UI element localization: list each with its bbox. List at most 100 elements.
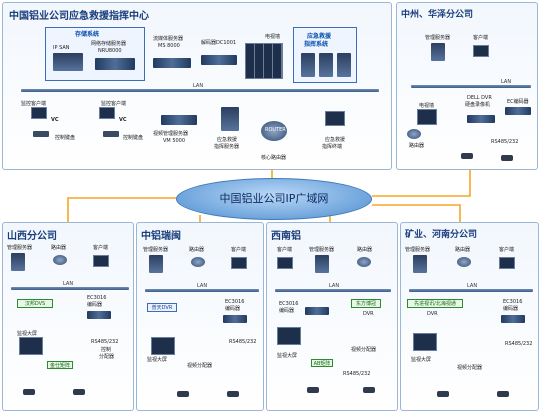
- zhongzhou-panel: 中州、华泽分公司 管理服务器 客户端 LAN 电视墙 DELL DVR 硬盘录像…: [396, 2, 538, 170]
- wan-label: 中国铝业公司IP广域网: [219, 192, 329, 205]
- shanxi-panel: 山西分公司 管理服务器 路由器 客户端 LAN 汉邦DVS EC3016 编码器…: [2, 222, 134, 411]
- zz-router-icon: [407, 129, 421, 139]
- sx-client-label: 客户端: [93, 245, 109, 251]
- media-label: 流媒体服务器: [153, 36, 184, 42]
- media-model: MS 8000: [158, 43, 180, 49]
- sx-lan-bus: [11, 287, 129, 290]
- client-b-monitor: [99, 107, 115, 119]
- sw-screen: [277, 327, 301, 345]
- zz-dvr-label1: DELL DVR: [467, 95, 492, 101]
- emerg-title2: 指挥系统: [304, 41, 329, 48]
- emerg-server-1: [301, 53, 315, 77]
- link-zhongzhou: [372, 170, 471, 197]
- emerg-cmd-server: [221, 107, 239, 131]
- rm-client-label: 客户端: [231, 247, 247, 253]
- sw-ec-device: [305, 307, 329, 315]
- zz-mgmt-server: [431, 43, 445, 61]
- hn-screen-label: 监视大屏: [411, 357, 432, 363]
- nru-model: NRU8000: [98, 48, 122, 54]
- client-a-label: 监控客户端: [21, 101, 47, 107]
- rm-vdist-label: 视频分配器: [187, 363, 213, 369]
- rm-ec-label: EC3016: [225, 299, 245, 305]
- vms-label: 视频管理服务器: [153, 131, 189, 137]
- router-text: ROUTER: [265, 127, 286, 133]
- sw-mgmt-label: 管理服务器: [309, 247, 335, 253]
- rm-rs-label: RS485/232: [229, 339, 257, 345]
- client-b-model: VC: [119, 117, 127, 123]
- sx-client-monitor: [93, 255, 109, 267]
- sw-mgmt-server: [315, 255, 329, 273]
- sx-router-icon: [53, 255, 67, 265]
- emerg-server-3: [337, 53, 351, 77]
- shanxi-title: 山西分公司: [7, 231, 57, 242]
- client-a-monitor: [31, 107, 47, 119]
- client-a-model: VC: [51, 117, 59, 123]
- sw-lan-bus: [275, 289, 391, 292]
- sw-lan-label: LAN: [329, 283, 340, 289]
- sw-screen-label: 监视大屏: [277, 353, 298, 359]
- rm-ec-label2: 编码器: [225, 306, 241, 312]
- hn-lan-bus: [409, 289, 533, 292]
- sx-router-label: 路由器: [51, 245, 67, 251]
- zz-dvr-label2: 硬盘录像机: [465, 102, 491, 108]
- zz-client-label: 客户端: [473, 35, 489, 41]
- keyboard-b-label: 控制键盘: [123, 135, 144, 141]
- emerg-cmd-server-label1: 应急救援: [217, 137, 238, 143]
- tvwall-device: [245, 43, 283, 79]
- southwest-title: 西南铝: [271, 231, 301, 242]
- client-b-label: 监控客户端: [101, 101, 127, 107]
- sw-client-label: 客户端: [277, 247, 293, 253]
- ipsan-device: [53, 53, 83, 71]
- southwest-panel: 西南铝 客户端 管理服务器 路由器 LAN EC3016 编码器 东方博冠 DV…: [266, 222, 398, 411]
- hn-screen: [413, 333, 437, 351]
- rm-dvr-tag: 普天DVR: [147, 303, 177, 312]
- sx-ec-device: [87, 311, 111, 319]
- storage-title: 存储系统: [75, 31, 100, 38]
- hn-ec-device: [501, 315, 525, 323]
- rm-lan-bus: [145, 289, 259, 292]
- hq-lan-bus: [21, 89, 379, 92]
- zz-lan-label: LAN: [501, 79, 512, 85]
- emerg-cmd-server-label2: 指挥服务器: [214, 144, 240, 150]
- nru-label: 网络存储服务器: [91, 41, 127, 47]
- keyboard-b: [103, 131, 119, 137]
- zz-tvwall: [417, 109, 437, 125]
- zz-ec-label: EC编码器: [507, 99, 529, 105]
- storage-box: [45, 27, 145, 81]
- hq-lan-label: LAN: [193, 83, 204, 89]
- sw-camera-2: [363, 387, 375, 393]
- hn-rs-label: RS485/232: [505, 341, 533, 347]
- hq-panel: 中国铝业公司应急救援指挥中心 存储系统 IP SAN 网络存储服务器 NRU80…: [2, 2, 392, 170]
- emerg-server-2: [319, 53, 333, 77]
- sw-ec-label: EC3016: [279, 301, 299, 307]
- sx-ctrl1: 控制: [101, 347, 112, 353]
- sw-camera-1: [307, 387, 319, 393]
- sx-rs-label: RS485/232: [91, 339, 119, 345]
- vms-model: VM 5000: [163, 138, 186, 144]
- sw-rs-label: RS485/232: [343, 371, 371, 377]
- rm-ec-device: [223, 315, 247, 323]
- sw-matrix-tag: AB矩阵: [311, 359, 333, 367]
- keyboard-a-label: 控制键盘: [55, 135, 76, 141]
- sw-vdist-label: 视频分配器: [351, 347, 377, 353]
- sx-matrix-tag: 金仕矩阵: [47, 361, 73, 369]
- zz-camera-2: [501, 155, 513, 161]
- emerg-terminal-label1: 应急救援: [325, 137, 346, 143]
- sx-screen: [19, 337, 43, 355]
- hn-client-monitor: [499, 257, 515, 269]
- tvwall-label: 电视墙: [265, 34, 281, 40]
- sw-router-label: 路由器: [357, 247, 373, 253]
- emerg-terminal: [325, 111, 345, 126]
- sw-ec-label2: 编码器: [279, 308, 295, 314]
- ruimin-title: 中铝瑞闽: [141, 231, 181, 242]
- sx-mgmt-server: [11, 253, 25, 271]
- zz-dvr: [467, 115, 495, 123]
- hn-dvr-tag: 先进视讯/北海视通: [407, 299, 463, 308]
- nru-device: [95, 58, 135, 70]
- hn-mgmt-server: [413, 255, 427, 273]
- sw-router-icon: [357, 257, 371, 267]
- media-server: [153, 58, 191, 68]
- wan-cloud: [176, 178, 372, 220]
- hn-mgmt-label: 管理服务器: [405, 247, 431, 253]
- sx-ctrl2: 分配器: [99, 354, 115, 360]
